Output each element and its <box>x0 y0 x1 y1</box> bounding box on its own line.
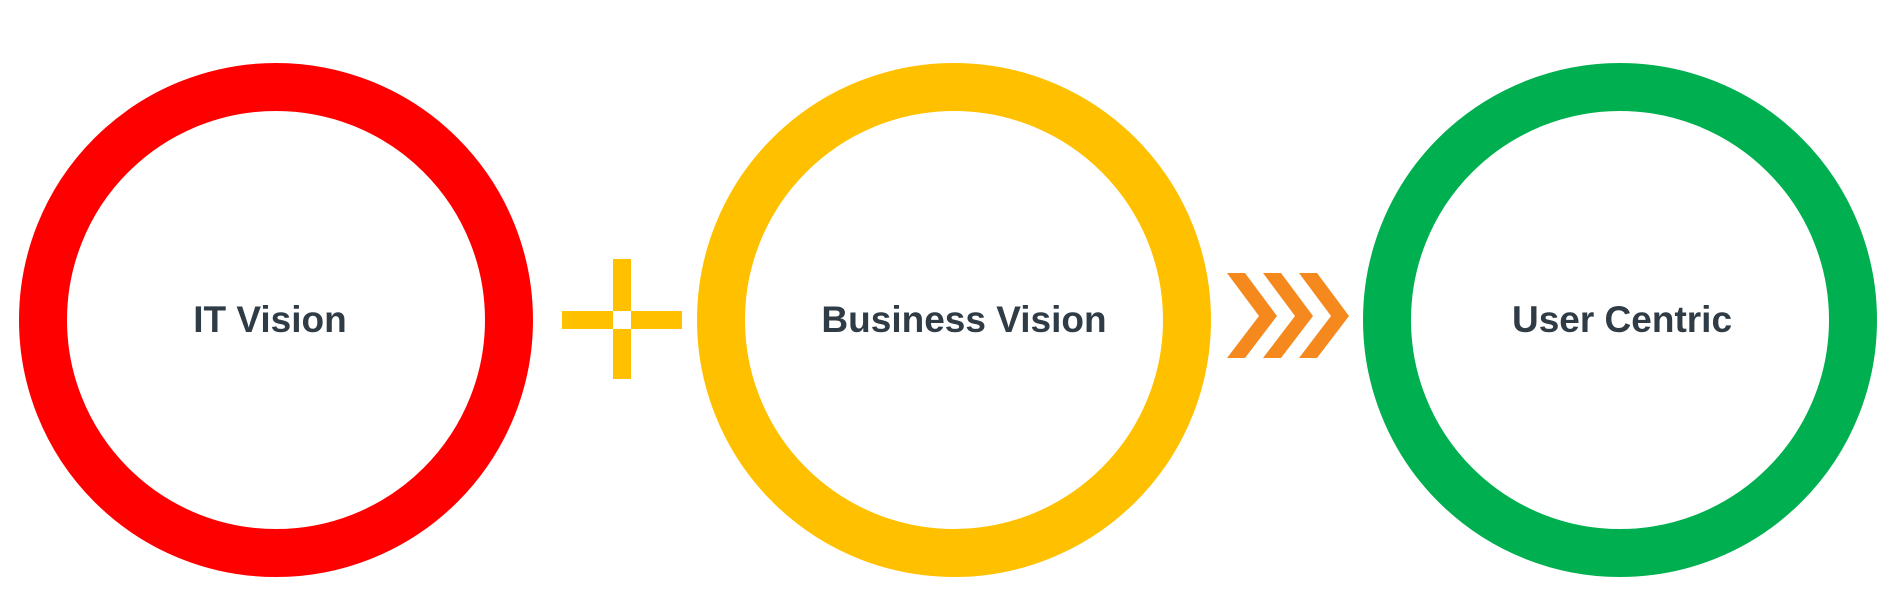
circle-it-vision: IT Vision <box>19 63 533 577</box>
label-business-vision: Business Vision <box>821 299 1106 340</box>
plus-icon <box>562 259 682 379</box>
chevron-3 <box>1299 273 1349 358</box>
circle-user-centric: User Centric <box>1363 63 1877 577</box>
ring-it-vision <box>19 63 533 577</box>
chevron-1 <box>1227 273 1277 358</box>
plus-center-gap <box>613 311 631 329</box>
ring-business-vision <box>697 63 1211 577</box>
chevron-right-icon <box>1227 273 1349 358</box>
circle-business-vision: Business Vision <box>697 63 1211 577</box>
ring-user-centric <box>1363 63 1877 577</box>
chevron-2 <box>1263 273 1313 358</box>
label-user-centric: User Centric <box>1512 299 1732 340</box>
label-it-vision: IT Vision <box>193 299 347 340</box>
